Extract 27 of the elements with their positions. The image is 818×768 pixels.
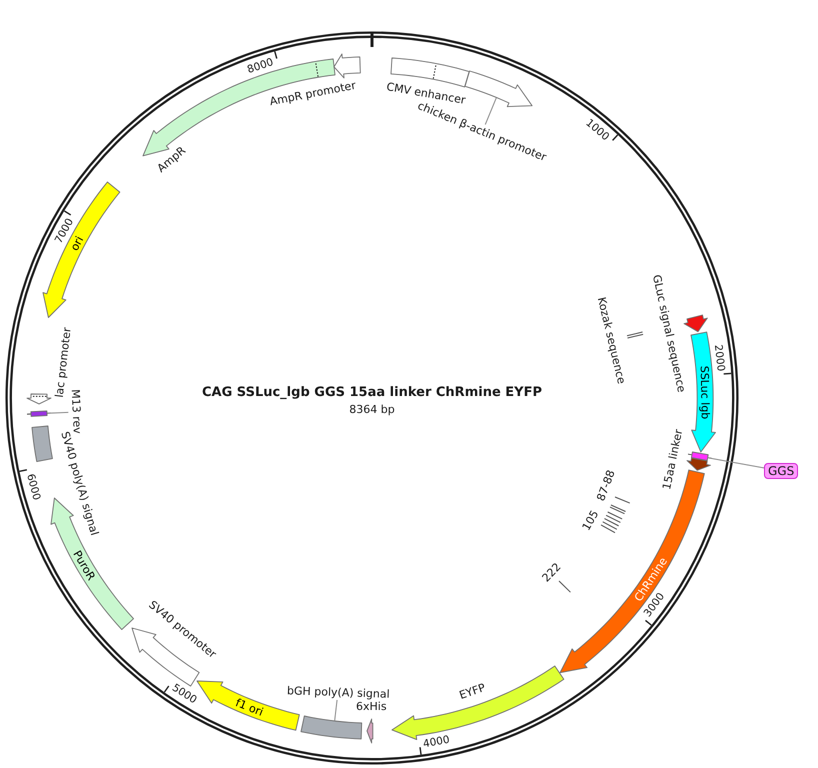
feature-label: 15aa linker bbox=[660, 428, 686, 492]
feature-label: bGH poly(A) signal bbox=[286, 684, 390, 700]
feature-label: 87-88 bbox=[594, 468, 618, 504]
plasmid-size-label: 8364 bp bbox=[349, 402, 395, 416]
feature-label: ori bbox=[68, 234, 86, 253]
feature-label: 6xHis bbox=[356, 700, 386, 714]
leader-line bbox=[484, 97, 497, 126]
feature-label: M13 rev bbox=[68, 389, 84, 434]
scale-label: 2000 bbox=[712, 344, 728, 372]
feature-block bbox=[687, 450, 713, 462]
leader-line bbox=[707, 457, 764, 468]
scale-label: 4000 bbox=[422, 734, 451, 750]
feature-label: SSLuc lgb bbox=[698, 365, 712, 419]
feature-label: GLuc signal sequence bbox=[650, 274, 688, 394]
feature-label: Kozak sequence bbox=[594, 296, 628, 386]
feature-label: f1 ori bbox=[233, 696, 265, 719]
feature-label: EYFP bbox=[457, 681, 487, 702]
label-tag: GGS bbox=[764, 463, 798, 479]
map-title: CAG SSLuc_lgb GGS 15aa linker ChRmine EYFP bbox=[202, 385, 542, 401]
feature-label: AmpR promoter bbox=[268, 78, 357, 108]
scale-label: 6000 bbox=[24, 472, 43, 502]
feature-label: 105 bbox=[579, 508, 601, 533]
feature-label: 222 bbox=[539, 560, 564, 584]
leader-line bbox=[46, 412, 69, 414]
leader-line bbox=[334, 700, 338, 722]
scale-label: 8000 bbox=[245, 56, 274, 76]
feature-block bbox=[300, 714, 363, 740]
